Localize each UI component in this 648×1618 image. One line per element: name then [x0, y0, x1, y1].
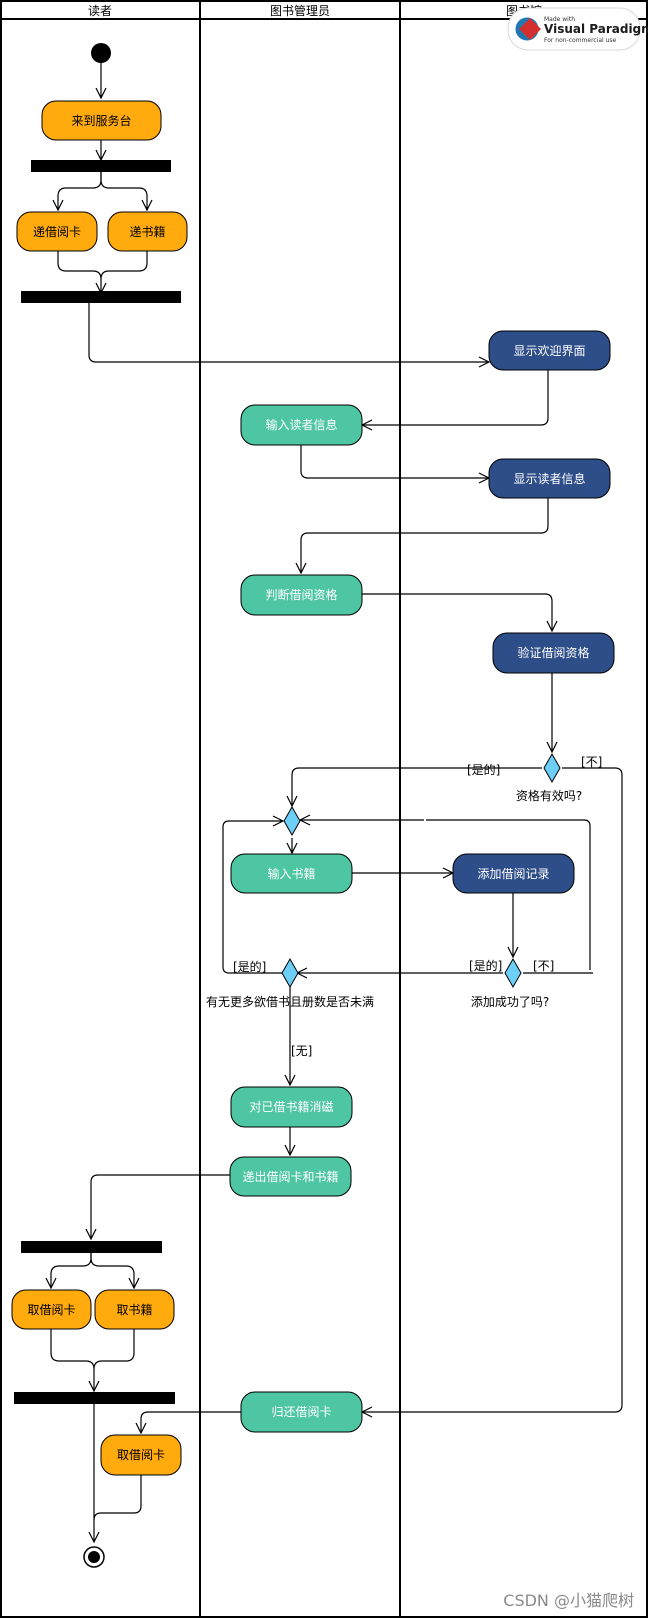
- action-show-welcome: 显示欢迎界面: [488, 330, 611, 371]
- svg-text:输入书籍: 输入书籍: [267, 866, 315, 881]
- logo-mark-icon: [519, 18, 541, 40]
- action-demagnetize: 对已借书籍消磁: [230, 1086, 353, 1128]
- svg-text:取借阅卡: 取借阅卡: [117, 1448, 165, 1462]
- watermark-made-with: Made with: [544, 16, 575, 23]
- start-node: [91, 43, 111, 63]
- action-add-record: 添加借阅记录: [452, 853, 575, 894]
- action-input-books: 输入书籍: [230, 853, 353, 894]
- join-bar: [21, 291, 181, 303]
- decision-add-success: [504, 957, 522, 989]
- action-take-books: 取书籍: [94, 1289, 175, 1330]
- watermark-brand: Visual Paradigm: [544, 22, 648, 36]
- decision-more-books: [281, 957, 299, 989]
- fork-bar: [31, 160, 171, 172]
- decision-label-more-books: 有无更多欲借书且册数是否未满: [206, 994, 374, 1009]
- join-bar: [14, 1392, 175, 1404]
- svg-text:来到服务台: 来到服务台: [71, 113, 131, 128]
- svg-text:对已借书籍消磁: 对已借书籍消磁: [249, 1099, 333, 1114]
- guard-more-yes: [是的]: [233, 959, 266, 974]
- svg-text:递出借阅卡和书籍: 递出借阅卡和书籍: [242, 1169, 338, 1184]
- footer-credit: CSDN @小猫爬树: [503, 1591, 634, 1610]
- svg-text:输入读者信息: 输入读者信息: [265, 417, 337, 432]
- guard-add-no: [不]: [533, 959, 554, 973]
- action-arrive-desk: 来到服务台: [41, 100, 162, 141]
- lane-title-librarian: 图书管理员: [270, 3, 330, 18]
- decision-merge-books: [283, 805, 301, 837]
- guard-qualification-yes: [是的]: [467, 762, 500, 777]
- action-input-reader-info: 输入读者信息: [240, 404, 363, 446]
- svg-text:添加借阅记录: 添加借阅记录: [477, 867, 549, 881]
- svg-text:显示读者信息: 显示读者信息: [513, 471, 585, 486]
- action-return-card: 归还借阅卡: [240, 1391, 363, 1433]
- end-node: [83, 1546, 105, 1568]
- action-hand-books: 递书籍: [107, 211, 188, 252]
- lane-title-reader: 读者: [88, 4, 112, 18]
- svg-text:取借阅卡: 取借阅卡: [27, 1303, 75, 1317]
- watermark-badge: Made with Visual Paradigm For non-commer…: [507, 7, 648, 51]
- svg-text:显示欢迎界面: 显示欢迎界面: [513, 343, 585, 358]
- svg-text:验证借阅资格: 验证借阅资格: [517, 645, 589, 660]
- decision-qualification-valid: [543, 752, 561, 784]
- action-verify-qualification: 验证借阅资格: [492, 632, 615, 674]
- svg-text:递书籍: 递书籍: [129, 224, 165, 239]
- action-judge-qualification: 判断借阅资格: [240, 574, 363, 616]
- action-show-reader-info: 显示读者信息: [488, 458, 611, 499]
- guard-add-yes: [是的]: [469, 958, 502, 973]
- action-return-items: 递出借阅卡和书籍: [229, 1156, 352, 1197]
- svg-text:判断借阅资格: 判断借阅资格: [265, 587, 337, 602]
- watermark-note: For non-commercial use: [544, 37, 617, 44]
- action-hand-card: 递借阅卡: [16, 211, 98, 252]
- svg-text:递借阅卡: 递借阅卡: [33, 225, 81, 239]
- action-take-card: 取借阅卡: [11, 1289, 92, 1330]
- action-take-card-final: 取借阅卡: [100, 1434, 182, 1476]
- svg-text:归还借阅卡: 归还借阅卡: [271, 1405, 331, 1419]
- decision-label-qualification: 资格有效吗?: [516, 788, 582, 803]
- guard-more-none: [无]: [291, 1044, 312, 1058]
- guard-qualification-no: [不]: [581, 755, 602, 769]
- fork-bar: [21, 1241, 162, 1253]
- svg-text:取书籍: 取书籍: [116, 1302, 152, 1317]
- decision-label-add-success: 添加成功了吗?: [471, 995, 549, 1009]
- flow-edges: [51, 63, 623, 1542]
